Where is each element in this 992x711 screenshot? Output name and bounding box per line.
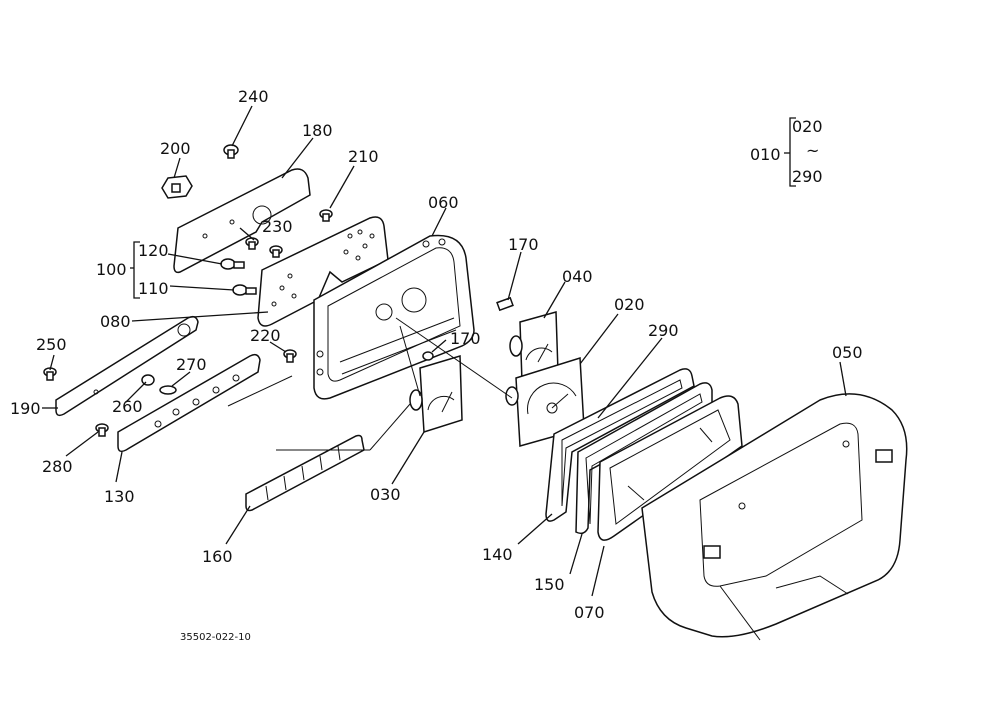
range-end-290: 290 xyxy=(792,167,823,186)
callout-030: 030 xyxy=(370,485,401,504)
callout-020: 020 xyxy=(614,295,645,314)
callout-180: 180 xyxy=(302,121,333,140)
plate-130 xyxy=(117,353,261,453)
range-from-010: 010 xyxy=(750,145,781,164)
indicator-lens-160 xyxy=(245,434,365,512)
lamp-270 xyxy=(159,385,177,395)
callout-080: 080 xyxy=(100,312,131,331)
bulb-110 xyxy=(232,284,257,296)
callout-160: 160 xyxy=(202,547,233,566)
drawing-code: 35502-022-10 xyxy=(180,632,251,643)
callout-070: 070 xyxy=(574,603,605,622)
leader-lines xyxy=(42,105,847,597)
callout-110: 110 xyxy=(138,279,169,298)
bracket-010 xyxy=(789,117,796,187)
callout-200: 200 xyxy=(160,139,191,158)
meter-cover-050 xyxy=(641,393,908,641)
range-start-020: 020 xyxy=(792,117,823,136)
callout-100: 100 xyxy=(96,260,127,279)
callout-120: 120 xyxy=(138,241,169,260)
callout-260: 260 xyxy=(112,397,143,416)
callout-050: 050 xyxy=(832,343,863,362)
callout-190: 190 xyxy=(10,399,41,418)
callout-280: 280 xyxy=(42,457,73,476)
bracket-plate-180 xyxy=(173,168,311,274)
gauge-030 xyxy=(409,355,463,434)
connector-200 xyxy=(161,175,193,199)
callout-270: 270 xyxy=(176,355,207,374)
pin-170-upper xyxy=(496,296,514,312)
callout-130: 130 xyxy=(104,487,135,506)
callout-170-upper: 170 xyxy=(508,235,539,254)
screw-210 xyxy=(319,209,333,222)
meter-case-060 xyxy=(313,234,475,400)
bracket-100 xyxy=(133,241,140,299)
bulb-socket-120 xyxy=(220,258,245,270)
screw-240 xyxy=(223,144,239,159)
callout-240: 240 xyxy=(238,87,269,106)
gauge-040 xyxy=(509,311,559,383)
screw-230 xyxy=(245,237,283,258)
callout-210: 210 xyxy=(348,147,379,166)
callout-220: 220 xyxy=(250,326,281,345)
range-tilde: ~ xyxy=(806,141,819,160)
callout-040: 040 xyxy=(562,267,593,286)
callout-230: 230 xyxy=(262,217,293,236)
screw-280 xyxy=(95,423,109,437)
callout-140: 140 xyxy=(482,545,513,564)
screw-220 xyxy=(283,349,297,363)
callout-150: 150 xyxy=(534,575,565,594)
callout-250: 250 xyxy=(36,335,67,354)
callout-290: 290 xyxy=(648,321,679,340)
callout-170-lower: 170 xyxy=(450,329,481,348)
circuit-board-210 xyxy=(257,216,389,327)
pin-170-lower xyxy=(422,351,434,361)
glass-070 xyxy=(597,395,743,541)
callout-060: 060 xyxy=(428,193,459,212)
